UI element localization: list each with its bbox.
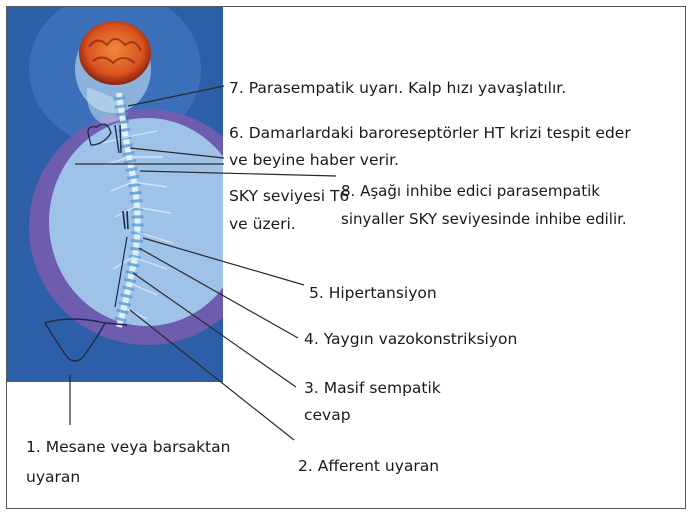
label-6-line1: 6. Damarlardaki baroreseptörler HT krizi… [229,122,631,144]
label-3-line2: cevap [304,404,351,426]
anatomy-illustration [7,7,223,382]
label-sky-line1: SKY seviyesi T6 [229,185,349,207]
brain [79,21,151,85]
label-8-line2: sinyaller SKY seviyesinde inhibe edilir. [341,208,627,230]
label-7: 7. Parasempatik uyarı. Kalp hızı yavaşla… [229,77,566,99]
label-2: 2. Afferent uyaran [298,455,439,477]
label-1-line2: uyaran [26,466,80,488]
label-6-line2: ve beyine haber verir. [229,149,399,171]
label-1-line1: 1. Mesane veya barsaktan [26,436,230,458]
label-8-line1: 8. Aşağı inhibe edici parasempatik [341,180,600,202]
label-3-line1: 3. Masif sempatik [304,377,441,399]
label-4: 4. Yaygın vazokonstriksiyon [304,328,517,350]
label-5: 5. Hipertansiyon [309,282,437,304]
label-sky-line2: ve üzeri. [229,213,296,235]
